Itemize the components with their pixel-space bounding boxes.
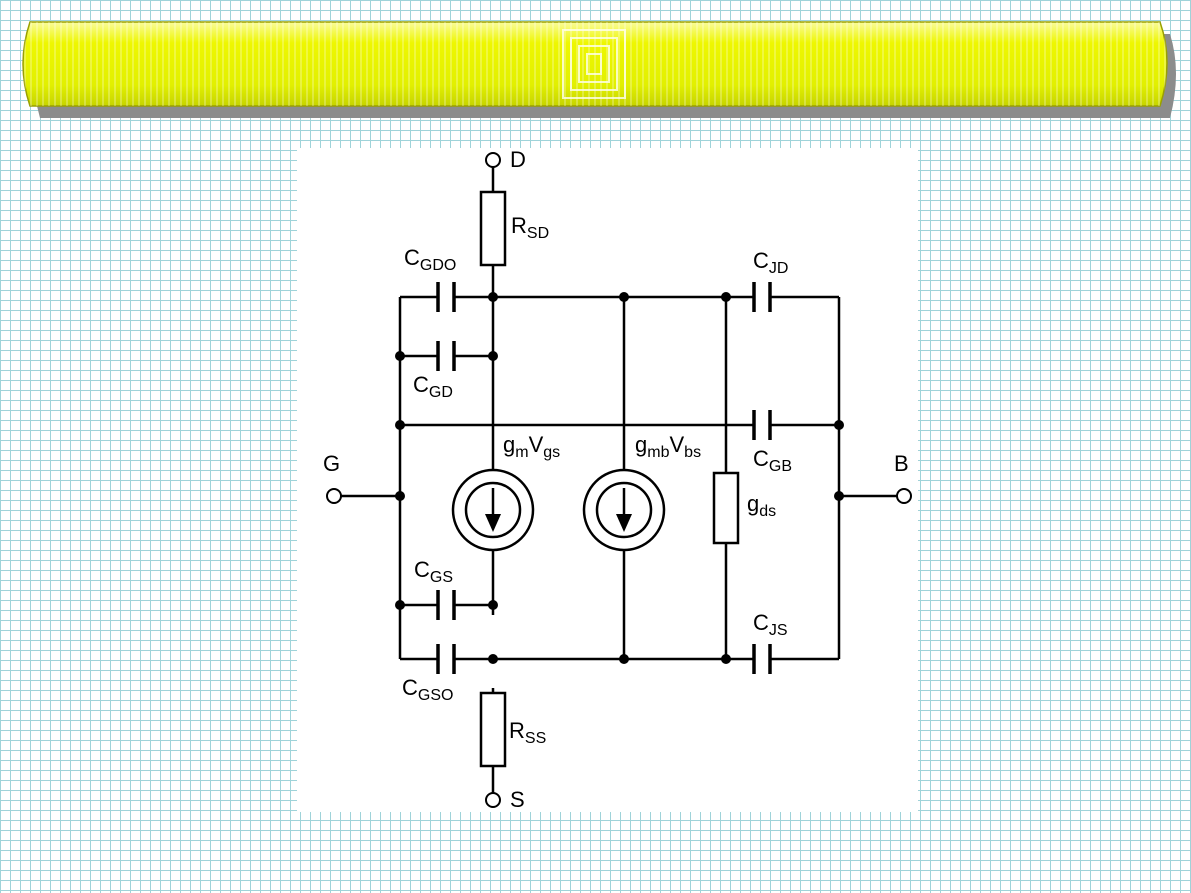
label-cgdo: CGDO [404,245,456,274]
current-source-gmb [582,468,666,552]
banner-ornament [562,29,626,99]
resistor-rsd [479,190,507,267]
terminal-drain [485,152,501,168]
label-drain: D [510,148,526,172]
label-gate: G [323,451,340,476]
label-cjs: CJS [753,610,788,639]
capacitor-cgd [436,341,456,371]
label-bulk: B [894,451,909,476]
capacitor-cjd [752,282,772,312]
label-rsd: RSD [511,213,549,242]
terminal-gate [326,488,342,504]
label-cgso: CGSO [402,675,453,704]
label-cgs: CGS [414,557,453,586]
mosfet-small-signal-circuit: D S G B RSD RSS CGDO CGD CGS CGSO CJD CG… [323,148,912,812]
label-cgb: CGB [753,446,792,475]
circuit-panel: D S G B RSD RSS CGDO CGD CGS CGSO CJD CG… [297,148,918,812]
junction-dots [395,292,844,664]
current-source-gm [451,468,535,552]
capacitor-cjs [752,644,772,674]
title-banner [22,21,1176,118]
label-rss: RSS [509,718,546,747]
conductance-gds [712,471,740,545]
terminal-source [485,792,501,808]
capacitor-cgso [436,644,456,674]
capacitor-cgdo [436,282,456,312]
label-gds: gds [747,491,776,520]
label-cgd: CGD [413,372,453,401]
capacitor-cgs [436,590,456,620]
label-source: S [510,787,525,812]
label-gm-vgs: gmVgs [503,432,560,461]
label-gmb-vbs: gmbVbs [635,432,701,461]
resistor-rss [479,691,507,768]
label-cjd: CJD [753,248,788,277]
capacitor-cgb [752,410,772,440]
terminal-bulk [896,488,912,504]
